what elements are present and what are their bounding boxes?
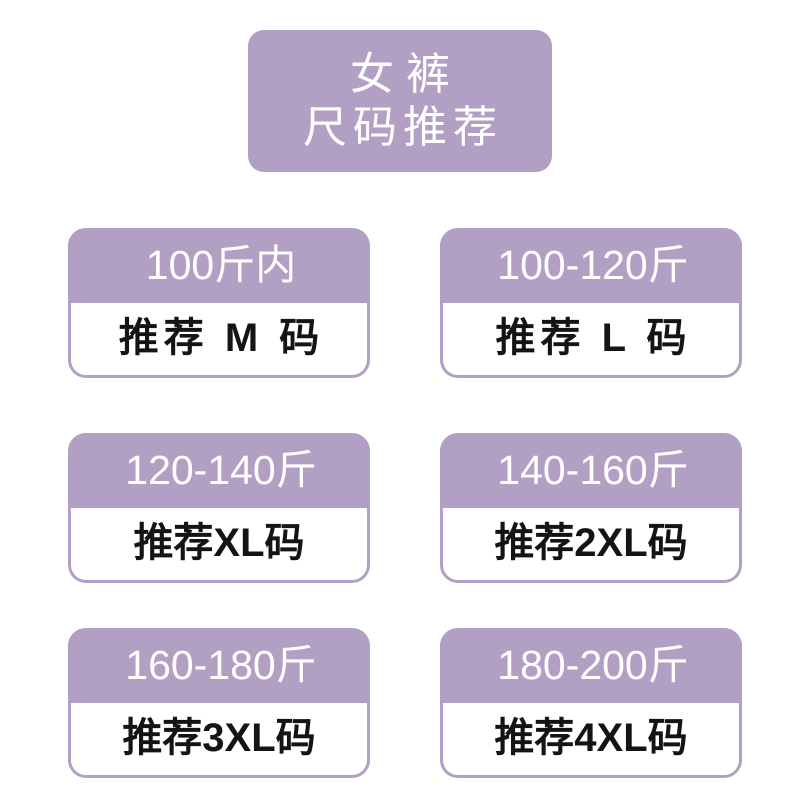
recommended-size-label: 推荐 L 码 bbox=[495, 316, 692, 360]
recommendation-band: 推荐 M 码 bbox=[71, 303, 367, 375]
recommended-size-label: 推荐4XL码 bbox=[494, 716, 688, 760]
size-card-m: 100斤内 推荐 M 码 bbox=[68, 228, 370, 378]
recommendation-band: 推荐4XL码 bbox=[443, 703, 739, 775]
recommended-size-label: 推荐XL码 bbox=[133, 521, 305, 565]
weight-band: 140-160斤 bbox=[440, 433, 742, 508]
weight-range-label: 100斤内 bbox=[145, 242, 297, 288]
size-card-l: 100-120斤 推荐 L 码 bbox=[440, 228, 742, 378]
recommended-size-label: 推荐3XL码 bbox=[122, 716, 316, 760]
weight-range-label: 180-200斤 bbox=[497, 642, 689, 688]
recommendation-band: 推荐2XL码 bbox=[443, 508, 739, 580]
weight-band: 120-140斤 bbox=[68, 433, 370, 508]
weight-band: 160-180斤 bbox=[68, 628, 370, 703]
weight-band: 180-200斤 bbox=[440, 628, 742, 703]
weight-range-label: 140-160斤 bbox=[497, 447, 689, 493]
recommended-size-label: 推荐 M 码 bbox=[118, 316, 325, 360]
title-card: 女裤 尺码推荐 bbox=[248, 30, 552, 172]
recommendation-band: 推荐 L 码 bbox=[443, 303, 739, 375]
weight-range-label: 100-120斤 bbox=[497, 242, 689, 288]
recommendation-band: 推荐3XL码 bbox=[71, 703, 367, 775]
weight-band: 100斤内 bbox=[68, 228, 370, 303]
recommended-size-label: 推荐2XL码 bbox=[494, 521, 688, 565]
size-card-xl: 120-140斤 推荐XL码 bbox=[68, 433, 370, 583]
weight-band: 100-120斤 bbox=[440, 228, 742, 303]
recommendation-band: 推荐XL码 bbox=[71, 508, 367, 580]
weight-range-label: 120-140斤 bbox=[125, 447, 317, 493]
title-line-secondary: 尺码推荐 bbox=[303, 103, 503, 152]
size-card-4xl: 180-200斤 推荐4XL码 bbox=[440, 628, 742, 778]
title-line-primary: 女裤 bbox=[350, 50, 462, 100]
size-card-2xl: 140-160斤 推荐2XL码 bbox=[440, 433, 742, 583]
size-card-3xl: 160-180斤 推荐3XL码 bbox=[68, 628, 370, 778]
weight-range-label: 160-180斤 bbox=[125, 642, 317, 688]
